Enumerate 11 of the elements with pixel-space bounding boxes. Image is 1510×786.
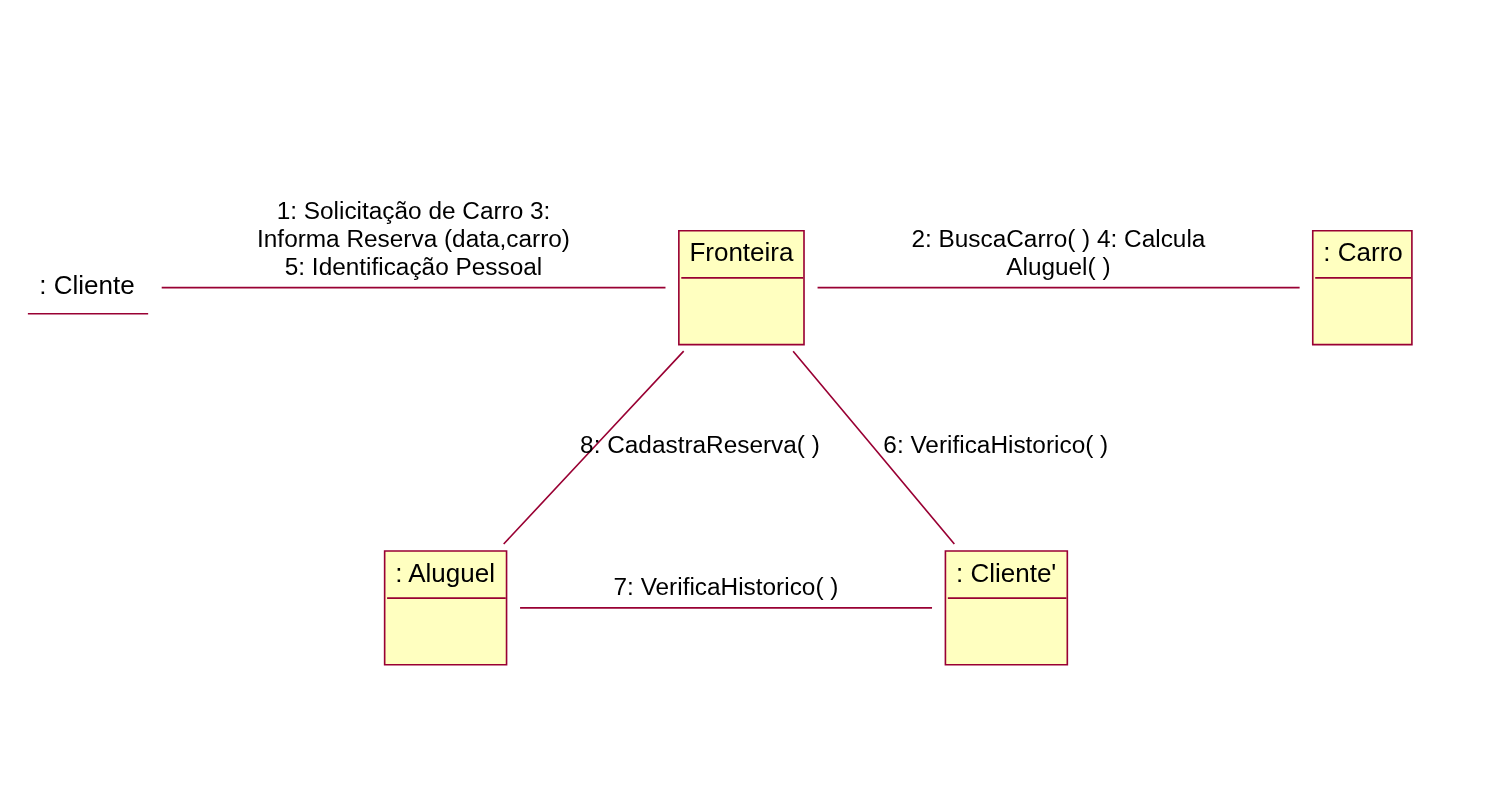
node-text: : Cliente bbox=[39, 269, 135, 300]
connector bbox=[816, 286, 1301, 288]
edge-label: 6: VerificaHistorico( ) bbox=[883, 430, 1109, 458]
connector bbox=[160, 286, 667, 288]
edge-label: 1: Solicitação de Carro 3: Informa Reserva (data,carro) 5: Identificação Pessoal bbox=[257, 196, 570, 280]
edge-label: 2: BuscaCarro( ) 4: Calcula Aluguel( ) bbox=[911, 224, 1206, 280]
connector bbox=[792, 349, 956, 545]
connector bbox=[519, 606, 933, 609]
connector bbox=[502, 349, 685, 545]
edge-label: 7: VerificaHistorico( ) bbox=[613, 572, 839, 600]
edge-label: 8: CadastraReserva( ) bbox=[580, 430, 820, 458]
